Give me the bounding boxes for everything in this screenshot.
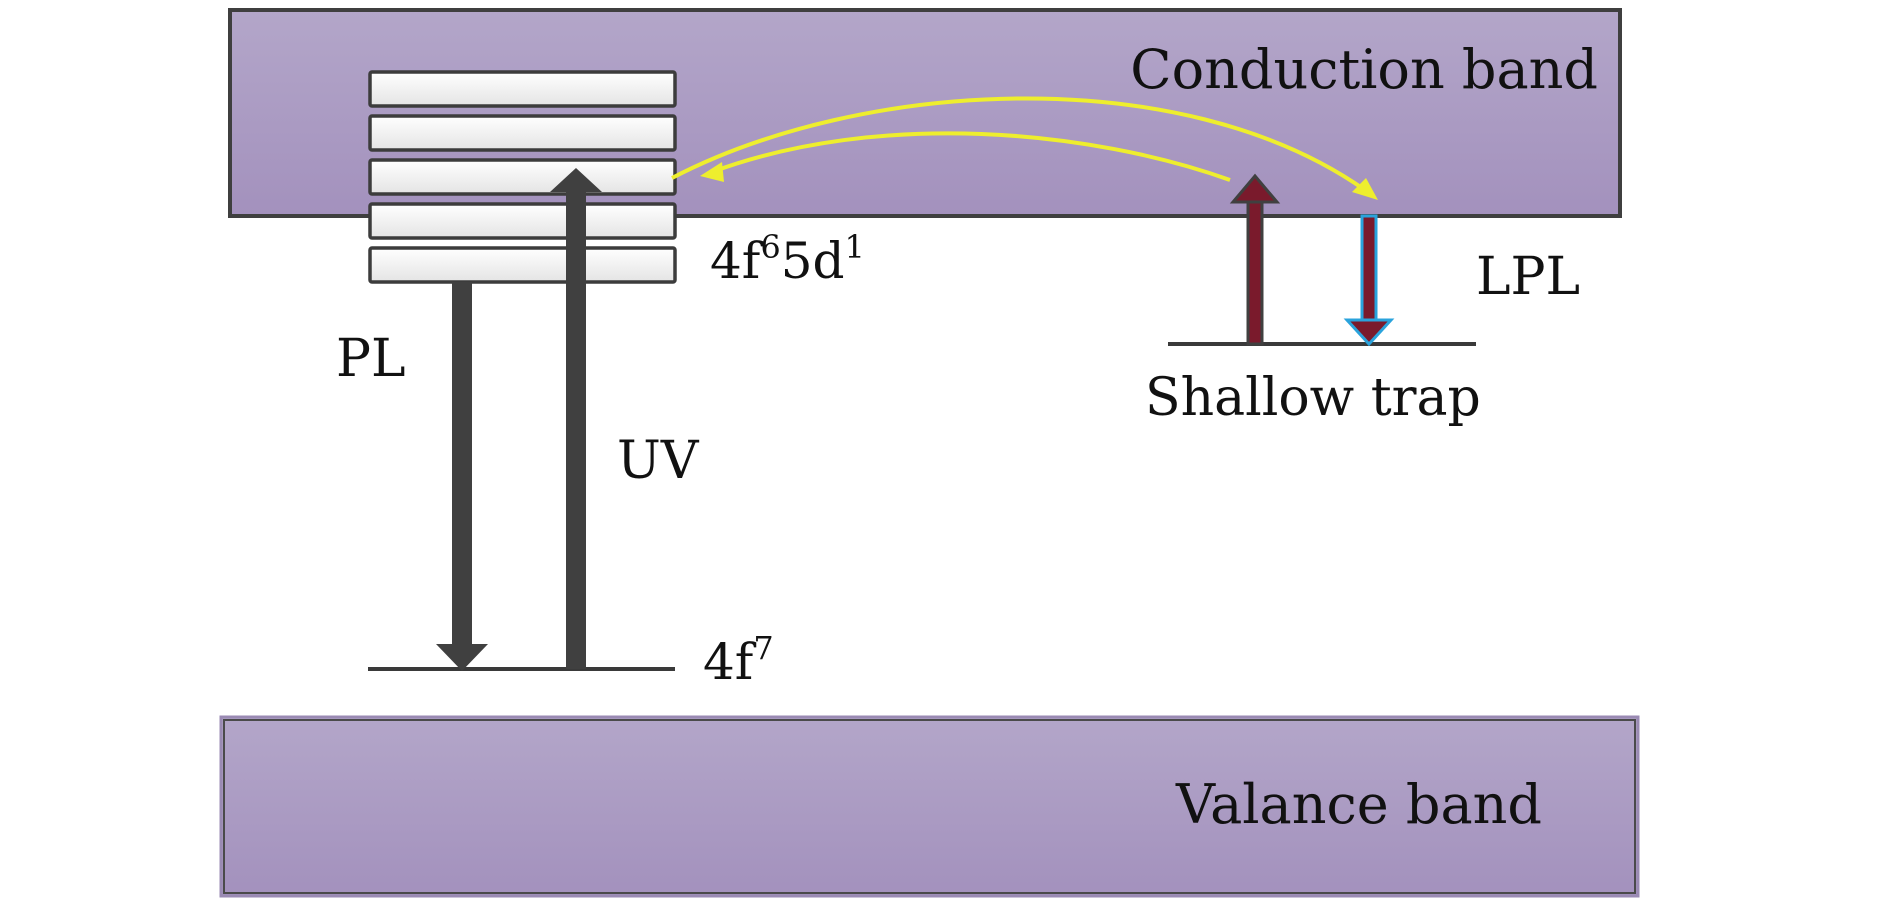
excited-state-levels bbox=[368, 70, 677, 284]
level-bar bbox=[368, 246, 677, 284]
arrow-up-icon bbox=[550, 168, 602, 669]
curved-arrows-icon bbox=[671, 96, 1378, 200]
excited-state-label: 4f65d1 bbox=[710, 228, 865, 290]
lpl-label: LPL bbox=[1476, 247, 1580, 307]
trap-release-arrow-icon bbox=[1229, 173, 1281, 346]
trap-capture-arrow-icon bbox=[1343, 214, 1395, 347]
valance-band-label: Valance band bbox=[1175, 773, 1542, 836]
pl-label: PL bbox=[336, 329, 406, 389]
arrow-down-icon bbox=[436, 282, 488, 671]
level-bar bbox=[368, 158, 677, 196]
level-bar bbox=[368, 70, 677, 108]
shallow-trap-label: Shallow trap bbox=[1145, 368, 1481, 428]
uv-label: UV bbox=[617, 431, 700, 491]
conduction-band-label: Conduction band bbox=[1130, 38, 1598, 101]
level-bar bbox=[368, 114, 677, 152]
valence-band bbox=[219, 715, 1640, 898]
ground-state-label: 4f7 bbox=[703, 629, 774, 691]
level-bar bbox=[368, 202, 677, 240]
